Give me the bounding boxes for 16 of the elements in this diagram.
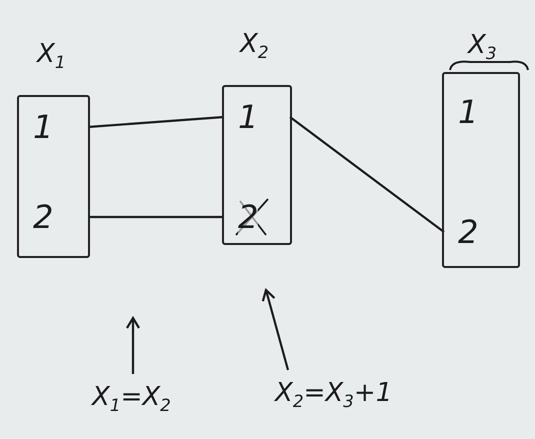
arrow [126, 316, 140, 374]
variable-name: X$_{2}$ [240, 29, 269, 62]
constraint-label: X$_{1}$=X$_{2}$ [92, 382, 171, 416]
domain-value: 2 [457, 213, 478, 251]
domain-value: 1 [457, 93, 478, 131]
domain-value: 1 [237, 98, 258, 136]
constraint-line [88, 216, 224, 218]
domain-value: 2 [238, 198, 258, 236]
variable-name: X$_{3}$ [468, 30, 497, 64]
constraint-label: X$_{2}$=X$_{3}$+1 [275, 378, 392, 412]
arrow [262, 288, 290, 370]
variable-name: X$_{1}$ [37, 39, 66, 72]
domain-value: 1 [32, 108, 54, 146]
constraint-line [289, 116, 445, 233]
domain-value: 2 [32, 198, 54, 236]
constraint-line [88, 116, 224, 128]
